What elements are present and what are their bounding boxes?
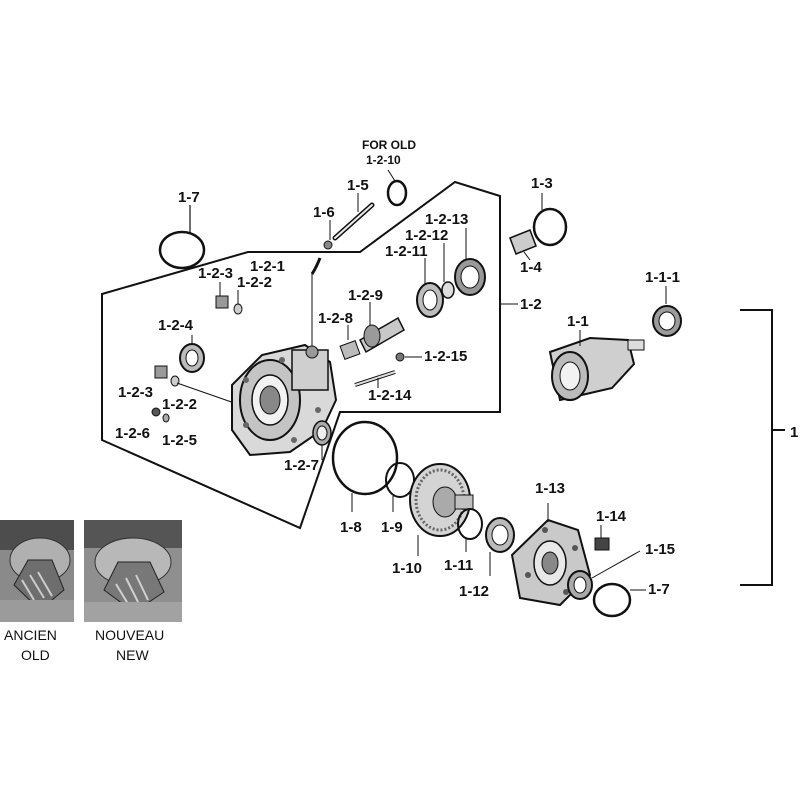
label-1-2-9: 1-2-9 (348, 287, 383, 304)
label-1-10: 1-10 (392, 560, 422, 577)
label-1-11: 1-11 (444, 557, 473, 574)
bearing-1-2-7 (312, 420, 332, 460)
label-1-2-2-upper: 1-2-2 (237, 274, 272, 291)
label-1-2-11: 1-2-11 (385, 243, 428, 260)
label-1-7-bottom: 1-7 (648, 581, 670, 598)
sleeve-1-4 (509, 229, 537, 261)
label-1-6: 1-6 (313, 204, 335, 221)
photo-captions: ANCIEN OLD NOUVEAU NEW (4, 627, 164, 663)
label-1-2-6: 1-2-6 (115, 425, 150, 442)
pinion-gear-1-2-9 (339, 302, 405, 360)
label-1-2-1: 1-2-1 (250, 258, 285, 275)
input-housing-1-1 (548, 330, 645, 402)
label-1-2: 1-2 (520, 296, 542, 313)
washer-1-2-12 (441, 243, 455, 299)
label-1-12: 1-12 (459, 583, 489, 600)
label-1-8: 1-8 (340, 519, 362, 536)
label-1-2-8: 1-2-8 (318, 310, 353, 327)
part-labels: 1 1-1 1-1-1 1-2 1-2-1 1-2-2 1-2-2 1-2-3 … (115, 138, 798, 600)
bearing-1-2-11 (416, 258, 444, 318)
breather-hose (310, 193, 375, 350)
seal-1-2-4 (179, 335, 205, 373)
seal-1-1-1 (652, 286, 682, 337)
oring-1-3 (532, 193, 568, 247)
photo-new (84, 520, 182, 622)
label-1-15: 1-15 (645, 541, 675, 558)
photo-old (0, 520, 74, 622)
label-1-2-14: 1-2-14 (368, 387, 412, 404)
plug-1-2-3-upper (215, 282, 243, 315)
ring-1-2-10 (386, 169, 408, 207)
seal-1-2-13 (454, 228, 486, 296)
label-for-old: FOR OLD (362, 138, 416, 152)
label-1-2-10: 1-2-10 (366, 153, 401, 167)
oring-1-7-top (158, 205, 206, 270)
caption-new-fr: NOUVEAU (95, 627, 164, 643)
label-1-2-12: 1-2-12 (405, 227, 448, 244)
label-1-5: 1-5 (347, 177, 369, 194)
caption-new-en: NEW (116, 647, 149, 663)
shaft-1-2-14 (354, 352, 422, 388)
label-1-2-13: 1-2-13 (425, 211, 468, 228)
label-1: 1 (790, 424, 798, 441)
ring-gear-1-10 (409, 463, 474, 556)
label-1-9: 1-9 (381, 519, 403, 536)
label-1-2-7: 1-2-7 (284, 457, 319, 474)
label-1-2-5: 1-2-5 (162, 432, 197, 449)
label-1-2-3-lower: 1-2-3 (118, 384, 153, 401)
differential-housing (231, 343, 338, 457)
label-1-2-15: 1-2-15 (424, 348, 467, 365)
caption-old-fr: ANCIEN (4, 627, 57, 643)
label-1-2-4: 1-2-4 (158, 317, 194, 334)
bolt-1-14 (594, 525, 610, 551)
assembly-bracket (740, 309, 785, 586)
seal-1-15 (567, 550, 641, 600)
shim-1-11 (457, 508, 483, 552)
label-1-4: 1-4 (520, 259, 542, 276)
oring-1-7-bottom (592, 582, 646, 618)
caption-old-en: OLD (21, 647, 50, 663)
label-1-14: 1-14 (596, 508, 627, 525)
label-1-7-top: 1-7 (178, 189, 200, 206)
label-1-2-2-lower: 1-2-2 (162, 396, 197, 413)
plug-1-2-3-lower (151, 365, 241, 423)
label-1-1: 1-1 (567, 313, 589, 330)
oring-1-8 (331, 420, 399, 512)
label-1-13: 1-13 (535, 480, 565, 497)
label-1-2-3-upper: 1-2-3 (198, 265, 233, 282)
label-1-1-1: 1-1-1 (645, 269, 680, 286)
label-1-3: 1-3 (531, 175, 553, 192)
bearing-1-12 (485, 517, 515, 576)
